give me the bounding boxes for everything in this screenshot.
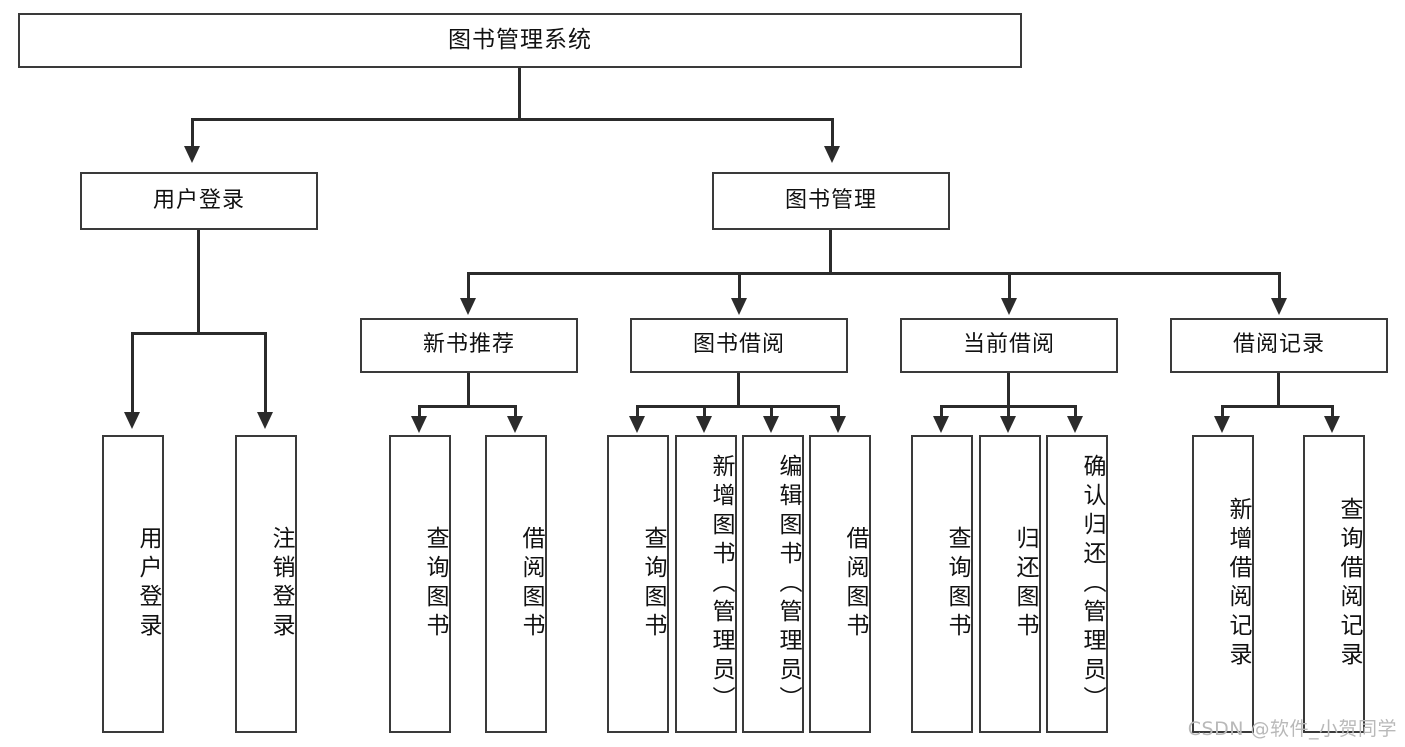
connector-bookmanage-drop-4 [1278, 272, 1281, 300]
node-label: 注销登录 [268, 526, 294, 642]
arrow-to-borrow-record [1271, 298, 1287, 315]
leaf-add-record[interactable]: 新增借阅记录 [1192, 435, 1254, 733]
connector-bookmanage-bus [468, 272, 1280, 275]
leaf-query-book-3[interactable]: 查询图书 [911, 435, 973, 733]
node-user-login[interactable]: 用户登录 [80, 172, 318, 230]
connector-newbook-bus [419, 405, 517, 408]
arrow-to-current-borrow [1001, 298, 1017, 315]
node-book-borrow[interactable]: 图书借阅 [630, 318, 848, 373]
connector-root-drop-right [831, 118, 834, 148]
connector-newbook-drop-2 [514, 405, 517, 419]
connector-root-bus [192, 118, 834, 121]
connector-currentborrow-drop-1 [940, 405, 943, 419]
arrow-to-leaf-user-logout [257, 412, 273, 429]
leaf-borrow-book-1[interactable]: 借阅图书 [485, 435, 547, 733]
connector-userlogin-drop-1 [131, 332, 134, 414]
node-new-book-rec[interactable]: 新书推荐 [360, 318, 578, 373]
node-label: 当前借阅 [962, 332, 1055, 358]
node-label: 新书推荐 [422, 332, 515, 358]
connector-bookborrow-drop-2 [703, 405, 706, 419]
connector-currentborrow-drop-3 [1074, 405, 1077, 419]
connector-newbook-drop-1 [418, 405, 421, 419]
connector-userlogin-drop-2 [264, 332, 267, 414]
connector-bookborrow-drop-4 [837, 405, 840, 419]
node-label: 新增图书（管理员） [708, 453, 734, 715]
node-borrow-record[interactable]: 借阅记录 [1170, 318, 1388, 373]
node-root-system[interactable]: 图书管理系统 [18, 13, 1022, 68]
arrow-to-book-borrow [731, 298, 747, 315]
node-label: 用户登录 [135, 526, 161, 642]
node-label: 借阅图书 [518, 526, 544, 642]
arrow-to-leaf-edit-book [763, 416, 779, 433]
arrow-to-user-login [184, 146, 200, 163]
leaf-query-book-1[interactable]: 查询图书 [389, 435, 451, 733]
arrow-to-leaf-add-record [1214, 416, 1230, 433]
node-label: 查询图书 [944, 526, 970, 642]
node-book-manage[interactable]: 图书管理 [712, 172, 950, 230]
node-label: 图书管理系统 [448, 26, 592, 53]
arrow-to-new-book-rec [460, 298, 476, 315]
arrow-to-leaf-borrow-book-1 [507, 416, 523, 433]
connector-bookborrow-stem [737, 373, 740, 407]
connector-root-stem [518, 68, 521, 120]
node-label: 借阅图书 [842, 526, 868, 642]
leaf-edit-book[interactable]: 编辑图书（管理员） [742, 435, 804, 733]
connector-bookborrow-bus [637, 405, 840, 408]
leaf-query-book-2[interactable]: 查询图书 [607, 435, 669, 733]
arrow-to-leaf-return-book [1000, 416, 1016, 433]
node-label: 查询图书 [422, 526, 448, 642]
leaf-confirm-return[interactable]: 确认归还（管理员） [1046, 435, 1108, 733]
connector-borrowrecord-stem [1277, 373, 1280, 407]
arrow-to-leaf-confirm-return [1067, 416, 1083, 433]
node-label: 归还图书 [1012, 526, 1038, 642]
leaf-user-logout[interactable]: 注销登录 [235, 435, 297, 733]
connector-currentborrow-stem [1007, 373, 1010, 407]
node-label: 查询图书 [640, 526, 666, 642]
node-current-borrow[interactable]: 当前借阅 [900, 318, 1118, 373]
connector-bookborrow-drop-1 [636, 405, 639, 419]
leaf-add-book[interactable]: 新增图书（管理员） [675, 435, 737, 733]
arrow-to-book-manage [824, 146, 840, 163]
arrow-to-leaf-add-book [696, 416, 712, 433]
arrow-to-leaf-query-book-1 [411, 416, 427, 433]
node-label: 查询借阅记录 [1336, 497, 1362, 671]
connector-userlogin-bus [132, 332, 266, 335]
connector-bookmanage-drop-2 [738, 272, 741, 300]
node-label: 用户登录 [152, 187, 245, 213]
arrow-to-leaf-borrow-book-2 [830, 416, 846, 433]
connector-borrowrecord-bus [1222, 405, 1334, 408]
connector-root-drop-left [191, 118, 194, 148]
connector-newbook-stem [467, 373, 470, 407]
node-label: 新增借阅记录 [1225, 497, 1251, 671]
node-label: 图书管理 [784, 187, 877, 213]
connector-bookborrow-drop-3 [770, 405, 773, 419]
connector-bookmanage-stem [829, 230, 832, 274]
connector-borrowrecord-drop-1 [1221, 405, 1224, 419]
leaf-borrow-book-2[interactable]: 借阅图书 [809, 435, 871, 733]
leaf-return-book[interactable]: 归还图书 [979, 435, 1041, 733]
leaf-user-login[interactable]: 用户登录 [102, 435, 164, 733]
csdn-watermark: CSDN @软件_小贺同学 [1187, 718, 1397, 740]
node-label: 借阅记录 [1232, 332, 1325, 358]
arrow-to-leaf-query-book-3 [933, 416, 949, 433]
arrow-to-leaf-query-record [1324, 416, 1340, 433]
connector-bookmanage-drop-1 [467, 272, 470, 300]
arrow-to-leaf-user-login [124, 412, 140, 429]
connector-currentborrow-drop-2 [1007, 405, 1010, 419]
node-label: 确认归还（管理员） [1079, 453, 1105, 715]
connector-userlogin-stem [197, 230, 200, 334]
node-label: 图书借阅 [692, 332, 785, 358]
connector-bookmanage-drop-3 [1008, 272, 1011, 300]
node-label: 编辑图书（管理员） [775, 453, 801, 715]
connector-borrowrecord-drop-2 [1331, 405, 1334, 419]
arrow-to-leaf-query-book-2 [629, 416, 645, 433]
leaf-query-record[interactable]: 查询借阅记录 [1303, 435, 1365, 733]
